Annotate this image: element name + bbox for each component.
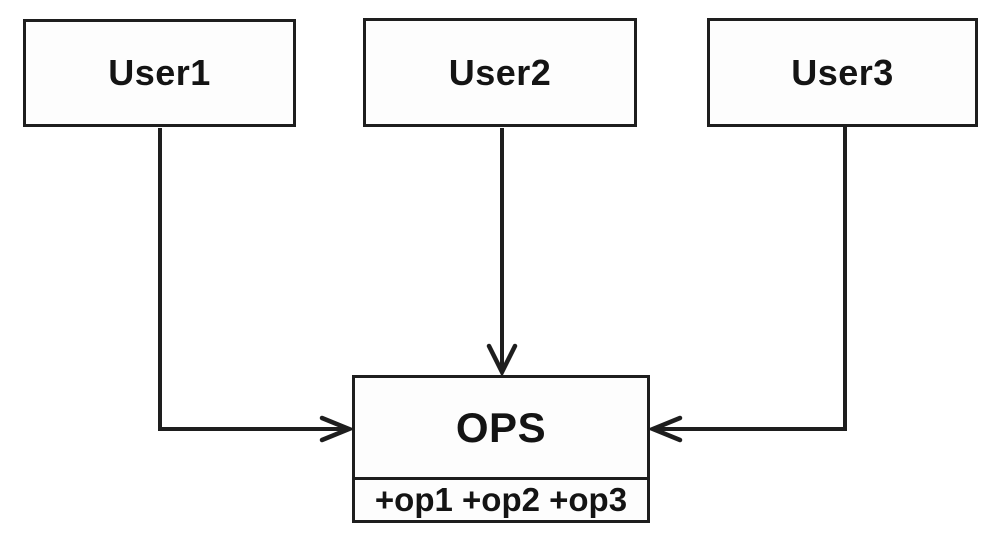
edge-user2-to-ops <box>486 128 518 378</box>
edge-user3-line <box>653 127 847 431</box>
class-box-ops: OPS +op1 +op2 +op3 <box>352 375 650 523</box>
class-name-user1: User1 <box>108 52 211 93</box>
class-box-user1: User1 <box>23 19 296 127</box>
edge-user3-to-ops <box>647 127 847 443</box>
class-name-user2: User2 <box>448 51 552 93</box>
ops-operations-compartment: +op1 +op2 +op3 <box>355 480 647 520</box>
edge-user1-to-ops <box>158 128 355 443</box>
class-name-ops: OPS <box>455 403 547 451</box>
ops-name-compartment: OPS <box>355 378 647 480</box>
edge-user1-line <box>158 128 349 431</box>
ops-operations-text: +op1 +op2 +op3 <box>374 481 628 518</box>
arrowhead-left-icon <box>647 415 683 443</box>
class-box-user3: User3 <box>707 18 978 127</box>
arrowhead-down-icon <box>486 343 518 378</box>
class-box-user2: User2 <box>363 18 637 127</box>
class-name-user3: User3 <box>791 51 894 93</box>
arrowhead-right-icon <box>319 415 355 443</box>
